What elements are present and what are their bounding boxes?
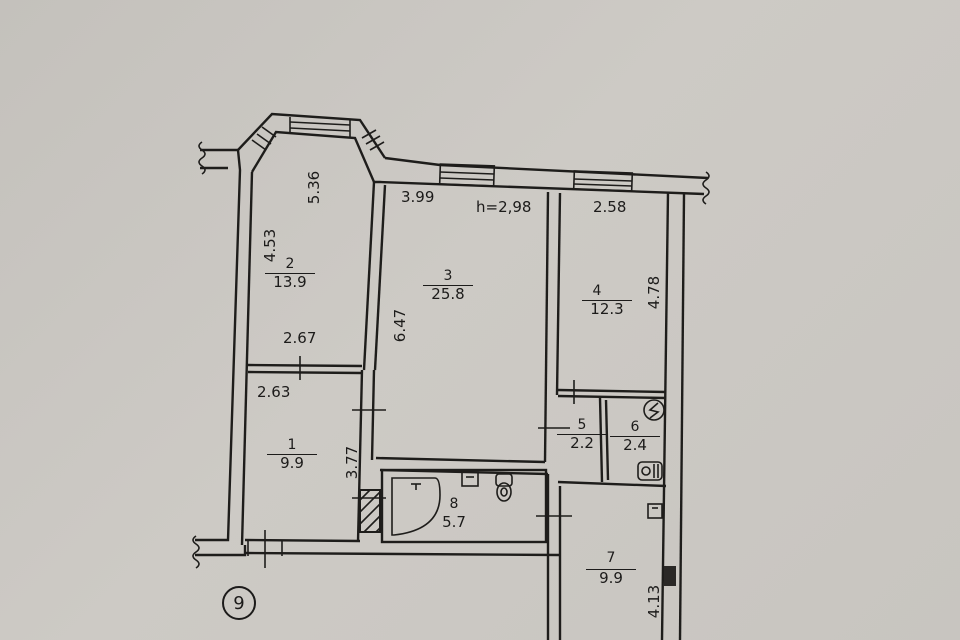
room3-number: 3 [443,268,453,284]
room6-area: 2.4 [610,436,660,453]
room4-area: 12.3 [582,300,632,317]
room1-width-dim: 2.63 [257,383,291,401]
room5-area: 2.2 [557,434,607,451]
stove-icon [637,461,663,481]
room8-number: 8 [449,496,459,512]
interior-walls [247,181,667,640]
room1-area: 9.9 [267,454,317,471]
kitchen-sink-icon [647,503,663,519]
gas-meter-icon [643,399,665,421]
room3-area: 25.8 [423,285,473,302]
bathtub-icon [391,477,441,536]
room2-length-dim: 5.36 [305,170,324,205]
room7-length-dim: 4.13 [645,584,664,619]
room6-number: 6 [630,419,640,435]
room5-number: 5 [577,417,587,433]
room4-length-dim: 4.78 [645,275,664,310]
bottom-window [247,530,283,568]
room4-number: 4 [592,283,602,299]
room1-number: 1 [287,437,297,453]
ceiling-height: h=2,98 [476,198,532,216]
room2-width-dim: 2.67 [283,329,317,347]
room2-number: 2 [285,256,295,272]
room2-area: 13.9 [265,273,315,290]
room7-number: 7 [606,550,616,566]
room1-length-dim: 3.77 [343,445,362,480]
fixtures [391,399,676,586]
grid-axis-marker: 9 [222,586,256,620]
room3-length-dim: 6.47 [391,308,410,343]
ventilation-shaft-icon [664,566,676,586]
bay-window [251,117,385,151]
room7-area: 9.9 [586,569,636,586]
top-windows [438,163,634,192]
toilet-icon [495,473,513,502]
room3-width-dim: 3.99 [401,188,435,206]
axis-marker-label: 9 [233,592,245,614]
room8-area: 5.7 [442,513,466,531]
sink-icon [461,471,479,487]
room4-width-dim: 2.58 [593,198,627,216]
exterior-walls [192,112,710,640]
